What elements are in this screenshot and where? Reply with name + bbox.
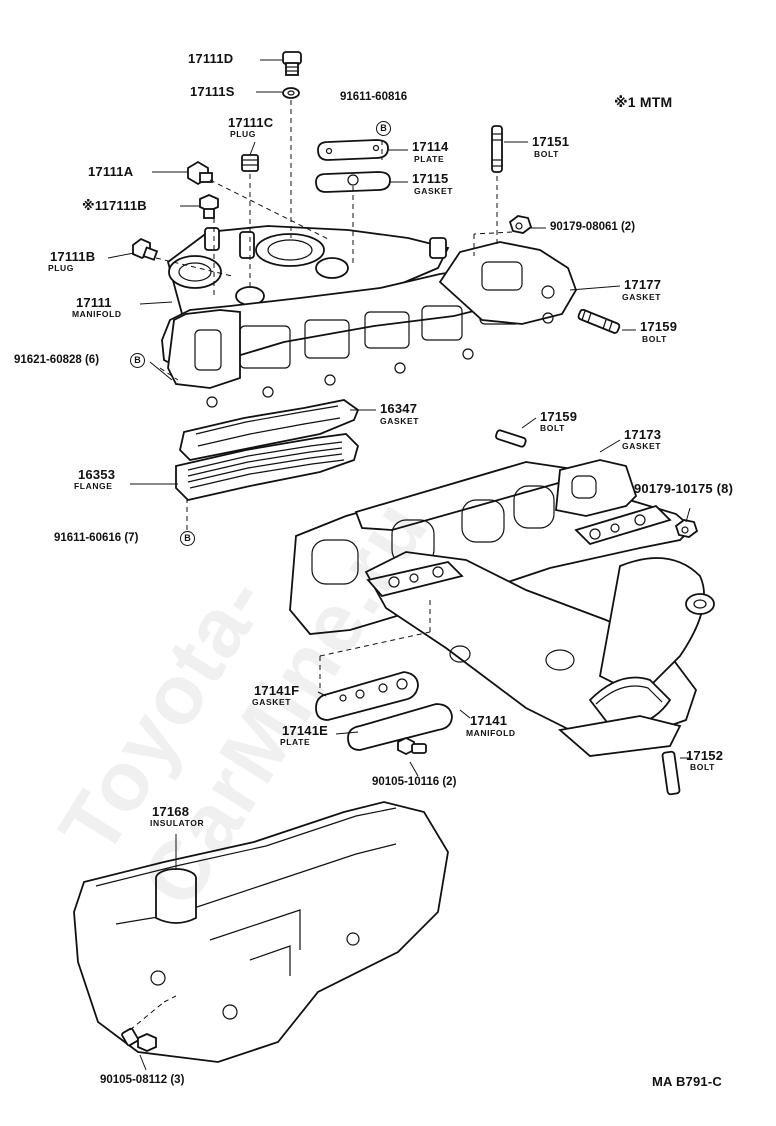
plug-17111c-drawing <box>241 154 259 172</box>
label-17173: 17173 <box>624 427 662 442</box>
leader-lines <box>107 59 691 1071</box>
label-17141-name: MANIFOLD <box>466 728 516 738</box>
label-17151-name: BOLT <box>534 149 559 159</box>
label-17151: 17151 <box>532 134 570 149</box>
diagram-code: MA B791-C <box>652 1074 722 1089</box>
label-17159-lower: 17159 <box>540 409 578 424</box>
label-17168-name: INSULATOR <box>150 818 205 828</box>
label-17111d: 17111D <box>188 51 234 66</box>
label-17168: 17168 <box>152 804 190 819</box>
plate-17114-drawing <box>317 139 389 161</box>
label-17159-lower-name: BOLT <box>540 423 565 433</box>
label-17173-name: GASKET <box>622 441 662 451</box>
label-17115-name: GASKET <box>414 186 454 196</box>
heat-insulator-17168-drawing <box>73 801 449 1063</box>
label-91621-60828: 91621-60828 (6) <box>14 354 100 366</box>
label-17177: 17177 <box>624 277 662 292</box>
note-mark-mtm: ※1 MTM <box>614 94 673 110</box>
stud-17159-upper-drawing <box>577 308 621 334</box>
label-17141: 17141 <box>470 713 508 728</box>
label-17141e-name: PLATE <box>280 737 311 747</box>
stud-17151-drawing <box>491 125 503 173</box>
plug-17111a-drawing <box>187 160 213 186</box>
label-17111a: 17111A <box>88 164 134 179</box>
label-17111-name: MANIFOLD <box>72 309 122 319</box>
bolt-90105-08112-drawing <box>121 1027 157 1052</box>
bolt-90105-10116-drawing <box>397 736 427 756</box>
label-17152-name: BOLT <box>690 762 715 772</box>
label-16353: 16353 <box>78 467 116 482</box>
label-17177-name: GASKET <box>622 292 662 302</box>
flange-16353-drawing <box>175 433 360 501</box>
gasket-17173-drawing <box>555 459 638 517</box>
label-90105-08112: 90105-08112 (3) <box>100 1074 185 1086</box>
label-17141f: 17141F <box>254 683 300 698</box>
label-16353-name: FLANGE <box>74 481 113 491</box>
plate-17141e-drawing <box>347 703 453 751</box>
stud-17152-drawing <box>661 750 681 796</box>
ref-circle-b: B <box>180 531 195 546</box>
nut-90179-08061-drawing <box>508 215 533 234</box>
label-17114-name: PLATE <box>414 154 445 164</box>
gasket-17141f-drawing <box>315 671 419 721</box>
label-17159-upper-name: BOLT <box>642 334 667 344</box>
label-17111b-marked: ※117111B <box>82 198 147 213</box>
label-17115: 17115 <box>412 171 449 186</box>
plug-17111b-lower-drawing <box>132 237 159 261</box>
label-17152: 17152 <box>686 748 724 763</box>
label-17114: 17114 <box>412 139 449 154</box>
label-17159-upper: 17159 <box>640 319 678 334</box>
label-16347-name: GASKET <box>380 416 420 426</box>
plug-17111b-upper-drawing <box>199 194 219 219</box>
label-91611-60816: 91611-60816 <box>340 91 408 103</box>
plug-17111d-drawing <box>282 51 302 76</box>
stud-17159-lower-drawing <box>495 429 527 448</box>
label-17111b-name: PLUG <box>48 263 75 273</box>
label-90179-08061: 90179-08061 (2) <box>550 221 636 233</box>
label-90179-10175: 90179-10175 (8) <box>634 481 734 496</box>
intake-manifold-17111-drawing <box>161 225 577 408</box>
label-16347: 16347 <box>380 401 418 416</box>
label-17111b: 17111B <box>50 249 96 264</box>
nut-90179-10175-drawing <box>674 519 699 538</box>
dashed-alignment-lines <box>129 100 513 1031</box>
label-90105-10116: 90105-10116 (2) <box>372 776 457 788</box>
gasket-16347-drawing <box>179 399 360 461</box>
label-17111s: 17111S <box>190 84 235 99</box>
label-17141f-name: GASKET <box>252 697 292 707</box>
gasket-17115-drawing <box>315 171 391 193</box>
washer-17111s-drawing <box>282 87 300 99</box>
ref-circle-b: B <box>376 121 391 136</box>
label-17111c: 17111C <box>228 115 274 130</box>
label-91611-60616: 91611-60616 (7) <box>54 532 139 544</box>
label-17111c-name: PLUG <box>230 129 257 139</box>
ref-circle-b: B <box>130 353 145 368</box>
label-17141e: 17141E <box>282 723 329 738</box>
label-17111: 17111 <box>76 295 112 310</box>
